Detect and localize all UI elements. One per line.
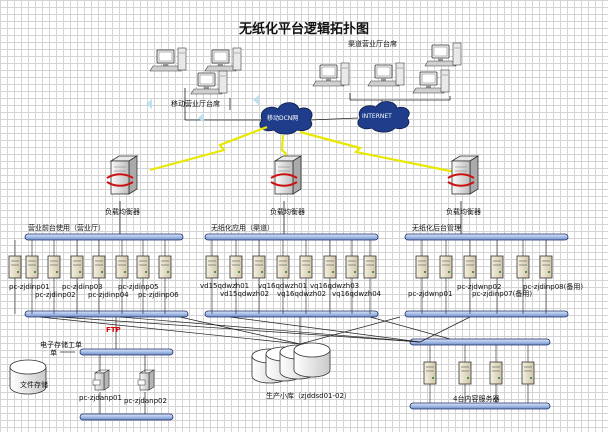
load-balancer-1 bbox=[106, 155, 138, 195]
mobile-hall-workstations bbox=[149, 47, 265, 121]
host-label: pc-zjdinp06 bbox=[138, 291, 179, 299]
host-label: pc-zjdwnp02 bbox=[457, 283, 502, 291]
host-label: pc-zjdwnp01 bbox=[408, 290, 453, 298]
server-group-2 bbox=[205, 240, 377, 314]
channel-hall-label: 渠道营业厅台席 bbox=[348, 40, 397, 48]
file-storage-label: 文件存储 bbox=[20, 381, 48, 389]
group-2-title: 无纸化应用（渠道） bbox=[211, 224, 274, 232]
server-group-1 bbox=[8, 240, 172, 314]
content-servers-label: 4台内容服务器 bbox=[453, 395, 500, 403]
load-balancer-label-2: 负载均衡器 bbox=[270, 208, 305, 216]
diagram-title: 无纸化平台逻辑拓扑图 bbox=[238, 21, 369, 37]
storage-host-label-1: pc-zjdanp01 bbox=[79, 394, 122, 402]
host-label: pc-zjdinp01 bbox=[9, 283, 50, 291]
load-balancer-label-3: 负载均衡器 bbox=[446, 208, 481, 216]
host-label: vq16qdwzh04 bbox=[332, 290, 382, 298]
internet-cloud bbox=[357, 101, 410, 133]
channel-hall-workstations bbox=[312, 42, 462, 110]
server-group-3 bbox=[415, 240, 553, 314]
host-label: pc-zjdinp05 bbox=[118, 283, 159, 291]
load-balancer-3 bbox=[447, 155, 479, 195]
ftp-label: FTP bbox=[106, 326, 121, 334]
internet-label: INTERNET bbox=[362, 113, 392, 120]
host-label: pc-zjdinp02 bbox=[35, 291, 76, 299]
wan-links bbox=[149, 125, 456, 174]
group-1-title: 营业前台使用（营业厅） bbox=[28, 224, 105, 232]
host-label: pc-zjdinp07(备用) bbox=[472, 290, 533, 298]
content-servers bbox=[423, 345, 535, 403]
load-balancer-label-1: 负载均衡器 bbox=[105, 208, 140, 216]
group-3-title: 无纸化后台管理 bbox=[412, 224, 461, 232]
host-label: vd15qdwzh01 bbox=[200, 282, 250, 290]
host-label: vd15qdwzh02 bbox=[220, 290, 270, 298]
mobile-dcn-label: 移动DCN网 bbox=[267, 115, 299, 122]
storage-title-tail: 单 bbox=[50, 349, 57, 357]
network-buses bbox=[24, 233, 569, 421]
load-balancer-2 bbox=[270, 155, 302, 195]
host-label: vq16qdwzh02 bbox=[277, 290, 327, 298]
storage-area bbox=[9, 351, 155, 414]
host-label: pc-zjdinp04 bbox=[88, 291, 129, 299]
storage-host-label-2: pc-zjdanp02 bbox=[124, 397, 167, 405]
storage-title: 电子存储工单 bbox=[40, 341, 82, 349]
mobile-hall-label: 移动营业厅台席 bbox=[171, 100, 220, 108]
host-label: pc-zjdinp08(备用) bbox=[523, 283, 584, 291]
db-label: 生产小库（zjddsd01-02） bbox=[266, 392, 351, 400]
host-label: vq16qdwzh01 bbox=[258, 282, 308, 290]
host-label: vq16qdwzh03 bbox=[310, 282, 360, 290]
production-db-cluster bbox=[251, 342, 331, 384]
cross-connections bbox=[39, 316, 471, 349]
host-label: pc-zjdinp03 bbox=[62, 283, 103, 291]
